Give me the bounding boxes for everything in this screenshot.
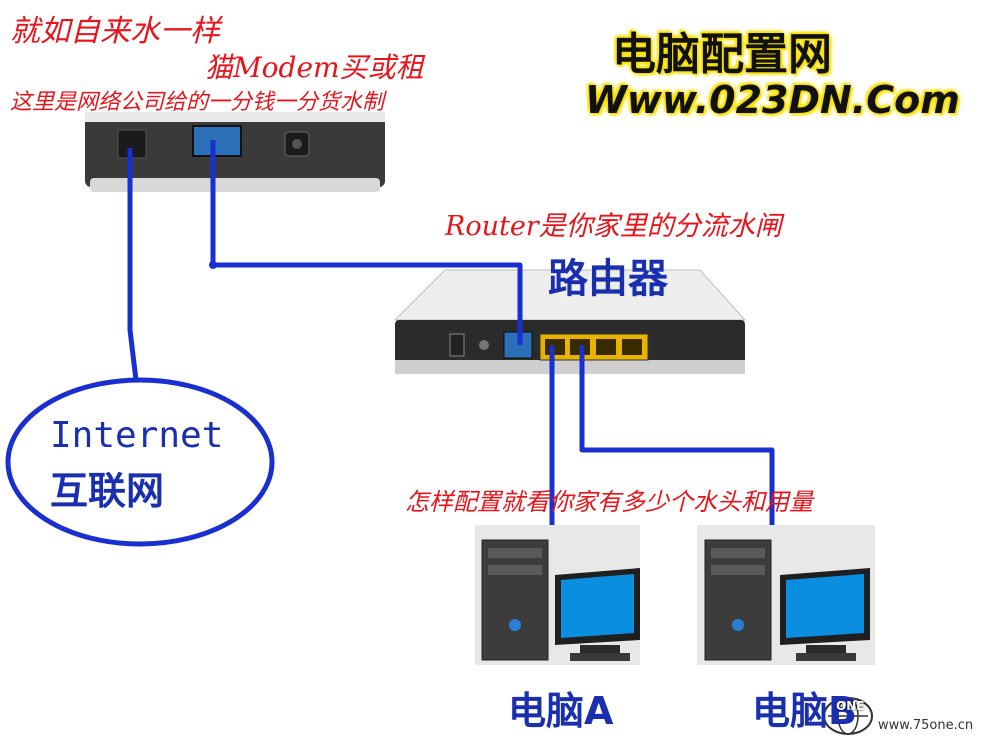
watermark-logo-text: ONE xyxy=(836,699,864,713)
brand-url: Www.023DN.Com xyxy=(585,78,960,122)
watermark-url: www.75one.cn xyxy=(878,718,973,733)
annotation-top-left: 就如自来水一样 xyxy=(10,6,220,50)
annotation-router-note: Router是你家里的分流水闸 xyxy=(445,204,782,243)
internet-label: Internet xyxy=(50,415,223,456)
annotation-modem-title: 猫Modem买或租 xyxy=(205,46,424,86)
brand-name: 电脑配置网 xyxy=(612,18,832,82)
computer-b-icon xyxy=(697,525,875,665)
annotation-config-note: 怎样配置就看你家有多少个水头和用量 xyxy=(405,482,813,517)
computer-a-label: 电脑A xyxy=(508,680,613,735)
router-label: 路由器 xyxy=(548,246,668,304)
computer-a-icon xyxy=(475,525,640,665)
annotation-modem-note: 这里是网络公司给的一分钱一分货水制 xyxy=(10,84,384,116)
internet-label-cn: 互联网 xyxy=(50,460,164,515)
